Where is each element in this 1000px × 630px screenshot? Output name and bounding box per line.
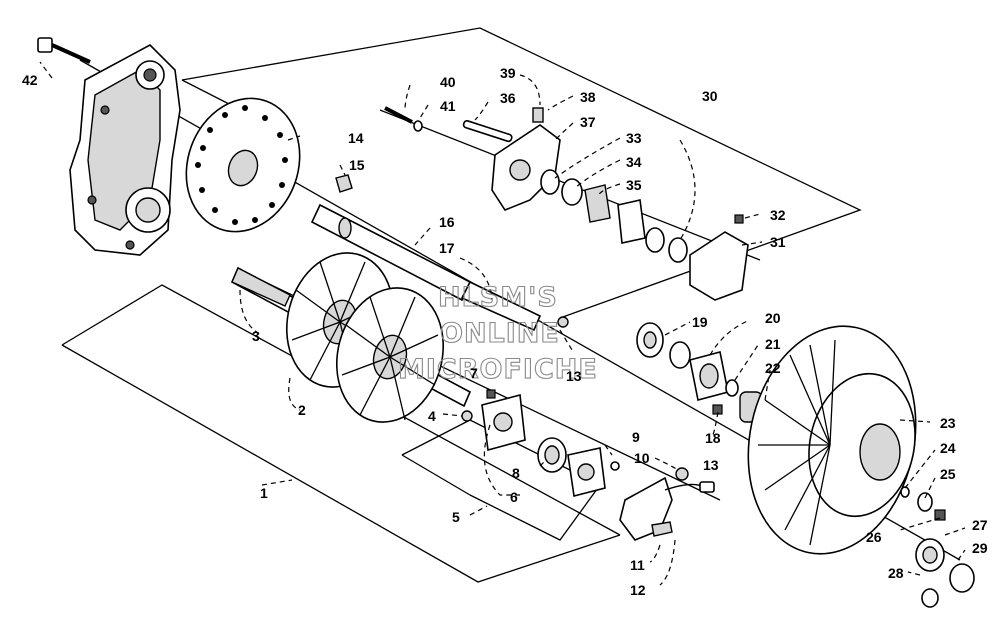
callout-29: 29 bbox=[972, 540, 988, 556]
callout-32: 32 bbox=[770, 207, 786, 223]
callout-11: 11 bbox=[630, 557, 645, 573]
pin-36 bbox=[462, 119, 513, 143]
callout-3: 3 bbox=[252, 328, 260, 344]
callout-27: 27 bbox=[972, 517, 988, 533]
bolt-40-41 bbox=[384, 106, 423, 132]
callout-15: 15 bbox=[349, 157, 365, 173]
callout-22: 22 bbox=[765, 360, 781, 376]
watermark-line1: HLSM'S bbox=[438, 282, 558, 313]
shaft-16 bbox=[310, 203, 542, 332]
callout-13b: 13 bbox=[703, 457, 719, 473]
pistons-33-34 bbox=[540, 169, 583, 206]
bearing-19 bbox=[636, 322, 691, 369]
callout-41: 41 bbox=[440, 98, 456, 114]
sensor-11 bbox=[619, 476, 715, 541]
group-box-1 bbox=[61, 284, 621, 583]
callout-5: 5 bbox=[452, 509, 460, 525]
chaincase-housing bbox=[69, 44, 181, 256]
driven-clutch-23 bbox=[747, 325, 917, 555]
washers-24-25 bbox=[900, 486, 946, 521]
callout-10: 10 bbox=[634, 450, 650, 466]
callout-17: 17 bbox=[439, 240, 455, 256]
callout-6: 6 bbox=[510, 489, 518, 505]
callout-8: 8 bbox=[512, 465, 520, 481]
callout-36: 36 bbox=[500, 90, 516, 106]
sprocket-2b bbox=[335, 287, 445, 423]
callout-40: 40 bbox=[440, 74, 456, 90]
callout-24: 24 bbox=[940, 440, 956, 456]
brake-pad-35 bbox=[584, 184, 646, 244]
callout-1: 1 bbox=[260, 485, 268, 501]
callout-9: 9 bbox=[632, 429, 640, 445]
callout-21: 21 bbox=[765, 336, 781, 352]
callout-25: 25 bbox=[940, 466, 956, 482]
callout-23: 23 bbox=[940, 415, 956, 431]
callout-2: 2 bbox=[298, 402, 306, 418]
callout-4: 4 bbox=[428, 408, 436, 424]
spring-27-28-29 bbox=[915, 538, 975, 608]
callout-14: 14 bbox=[348, 130, 364, 146]
watermark-line3: MICROFICHE bbox=[398, 354, 598, 385]
flange-6-assembly bbox=[481, 393, 606, 497]
callout-39: 39 bbox=[500, 65, 516, 81]
brake-disc-14 bbox=[185, 97, 301, 233]
callout-19: 19 bbox=[692, 314, 708, 330]
leader-lines bbox=[39, 61, 966, 586]
callout-28: 28 bbox=[888, 565, 904, 581]
callout-30: 30 bbox=[702, 88, 718, 104]
bolt-42 bbox=[37, 37, 91, 64]
callout-42: 42 bbox=[22, 72, 38, 88]
flange-20 bbox=[689, 351, 729, 401]
callout-18: 18 bbox=[705, 430, 721, 446]
callout-35: 35 bbox=[626, 177, 642, 193]
callout-labels: 1 2 3 4 5 6 7 8 9 10 11 12 13 13 14 15 1… bbox=[22, 65, 988, 598]
callout-33: 33 bbox=[626, 130, 642, 146]
callout-7: 7 bbox=[470, 365, 478, 381]
callout-26: 26 bbox=[866, 529, 882, 545]
callout-12: 12 bbox=[630, 582, 646, 598]
key-15 bbox=[335, 174, 353, 193]
callout-31: 31 bbox=[770, 234, 786, 250]
callout-34: 34 bbox=[626, 154, 642, 170]
watermark: HLSM'S ONLINE MICROFICHE bbox=[397, 281, 598, 385]
callout-16: 16 bbox=[439, 214, 455, 230]
callout-20: 20 bbox=[765, 310, 781, 326]
callout-37: 37 bbox=[580, 114, 596, 130]
seal-21 bbox=[725, 379, 739, 397]
caliper-half-31 bbox=[645, 214, 749, 301]
callout-13a: 13 bbox=[566, 368, 582, 384]
watermark-line2: ONLINE bbox=[440, 318, 560, 349]
callout-38: 38 bbox=[580, 89, 596, 105]
